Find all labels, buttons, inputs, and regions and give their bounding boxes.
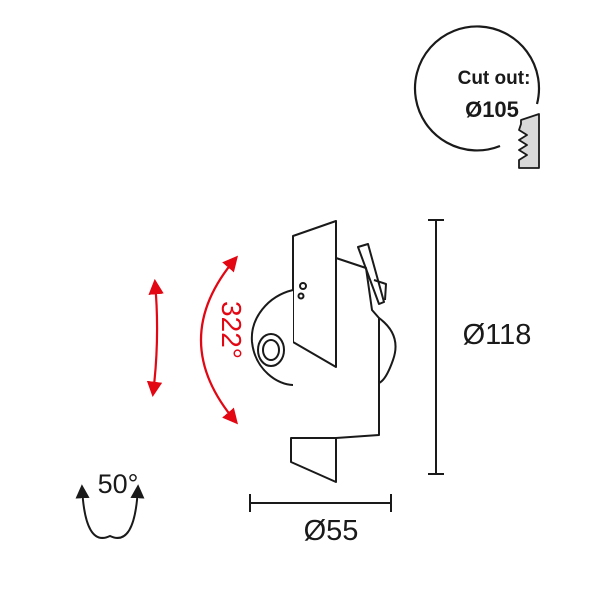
lower-plate xyxy=(290,437,337,483)
tilt-vertical-arrow xyxy=(146,278,164,398)
fixture-body xyxy=(250,220,397,483)
height-dimension xyxy=(428,219,444,475)
width-dimension-label: Ø55 xyxy=(304,515,359,547)
adjust-screw-icon xyxy=(299,282,307,290)
cutout-label: Cut out: xyxy=(458,68,531,89)
cutout-badge: Cut out: Ø105 xyxy=(413,25,541,169)
ceiling-section-icon xyxy=(518,113,540,169)
rear-arc xyxy=(378,317,397,384)
lamp-lens-outer xyxy=(257,333,285,367)
adjust-screw-lower-icon xyxy=(297,292,305,300)
spring-clip-bracket xyxy=(373,279,387,301)
rear-housing xyxy=(335,257,380,439)
height-dimension-label: Ø118 xyxy=(463,319,532,351)
width-dimension xyxy=(249,494,392,512)
lamp-lens-inner xyxy=(262,339,280,361)
rotation-angle-label: 322° xyxy=(216,301,247,359)
tilt-angle-label: 50° xyxy=(98,469,139,499)
tilt-arc-arrow xyxy=(75,484,145,539)
rotation-arc-arrow xyxy=(200,255,238,425)
cutout-circle xyxy=(413,25,541,152)
cutout-value: Ø105 xyxy=(465,97,519,122)
spring-clip xyxy=(357,243,385,305)
